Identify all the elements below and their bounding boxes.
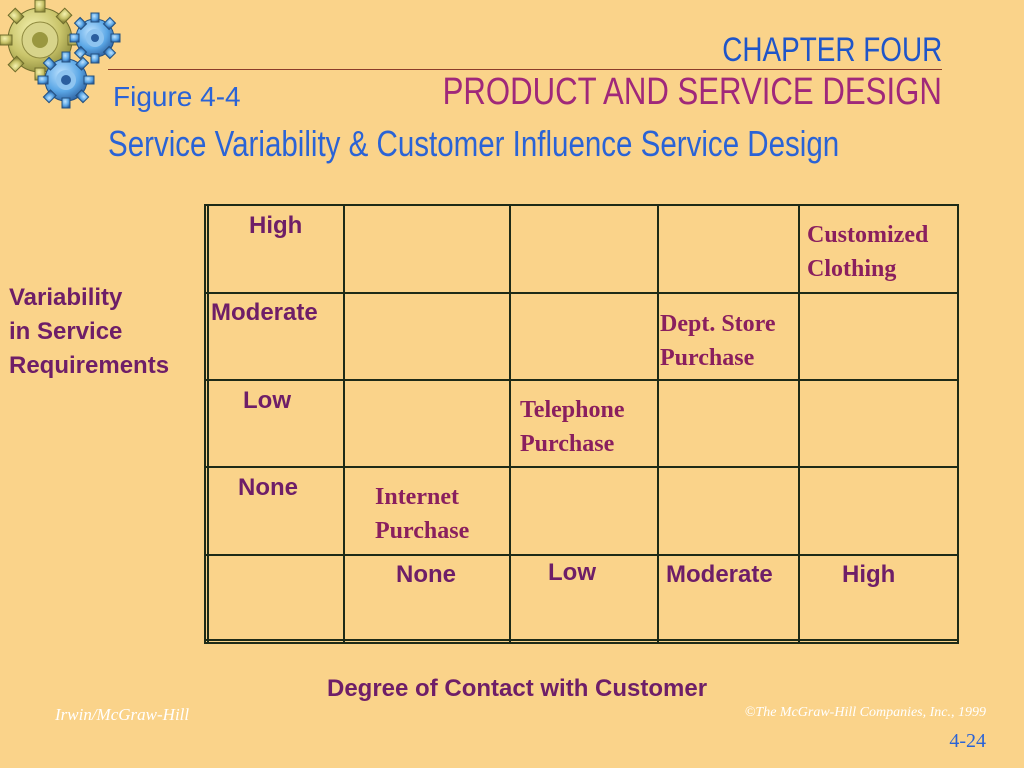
y-axis-label: Variability in Service Requirements (9, 281, 169, 383)
publisher-credit: Irwin/McGraw-Hill (55, 705, 190, 724)
grid-line (798, 206, 800, 642)
cell-text-line: Purchase (375, 518, 470, 544)
row-level-low: Low (243, 387, 291, 414)
cell-text-line: Dept. Store (660, 311, 776, 337)
row-level-moderate: Moderate (211, 299, 318, 326)
service-matrix (204, 204, 959, 644)
grid-line (206, 554, 957, 556)
cell-text-line: Customized (807, 222, 929, 248)
x-axis-label: Degree of Contact with Customer (327, 675, 708, 702)
grid-line (207, 206, 209, 642)
matrix-cell-telephone-purchase: Telephone Purchase (520, 393, 624, 461)
grid-line (206, 639, 957, 641)
column-level-moderate: Moderate (666, 561, 773, 588)
matrix-cell-internet-purchase: Internet Purchase (375, 480, 469, 548)
page-number: 4-24 (949, 730, 986, 752)
gears-icon (0, 0, 121, 109)
y-axis-label-line: in Service (9, 318, 123, 345)
chapter-heading: CHAPTER FOUR (722, 31, 942, 69)
figure-title: Service Variability & Customer Influence… (108, 123, 840, 164)
grid-line (509, 206, 511, 642)
copyright-notice: ©The McGraw-Hill Companies, Inc., 1999 (744, 705, 986, 720)
cell-text-line: Purchase (660, 345, 755, 371)
column-level-low: Low (548, 559, 596, 586)
grid-line (206, 466, 957, 468)
grid-line (657, 206, 659, 642)
matrix-cell-dept-store-purchase: Dept. Store Purchase (660, 307, 776, 375)
grid-line (343, 206, 345, 642)
grid-line (206, 292, 957, 294)
column-level-none: None (396, 561, 456, 588)
y-axis-label-line: Requirements (9, 352, 170, 379)
cell-text-line: Telephone (520, 397, 625, 423)
y-axis-label-line: Variability (9, 284, 123, 311)
cell-text-line: Purchase (520, 431, 615, 457)
figure-label: Figure 4-4 (113, 81, 241, 112)
matrix-cell-customized-clothing: Customized Clothing (807, 218, 928, 286)
grid-line (206, 379, 957, 381)
row-level-high: High (249, 212, 303, 239)
row-level-none: None (238, 474, 298, 501)
cell-text-line: Clothing (807, 256, 897, 282)
slide-title: PRODUCT AND SERVICE DESIGN (442, 71, 942, 113)
cell-text-line: Internet (375, 484, 459, 510)
column-level-high: High (842, 561, 896, 588)
title-divider (108, 69, 942, 70)
